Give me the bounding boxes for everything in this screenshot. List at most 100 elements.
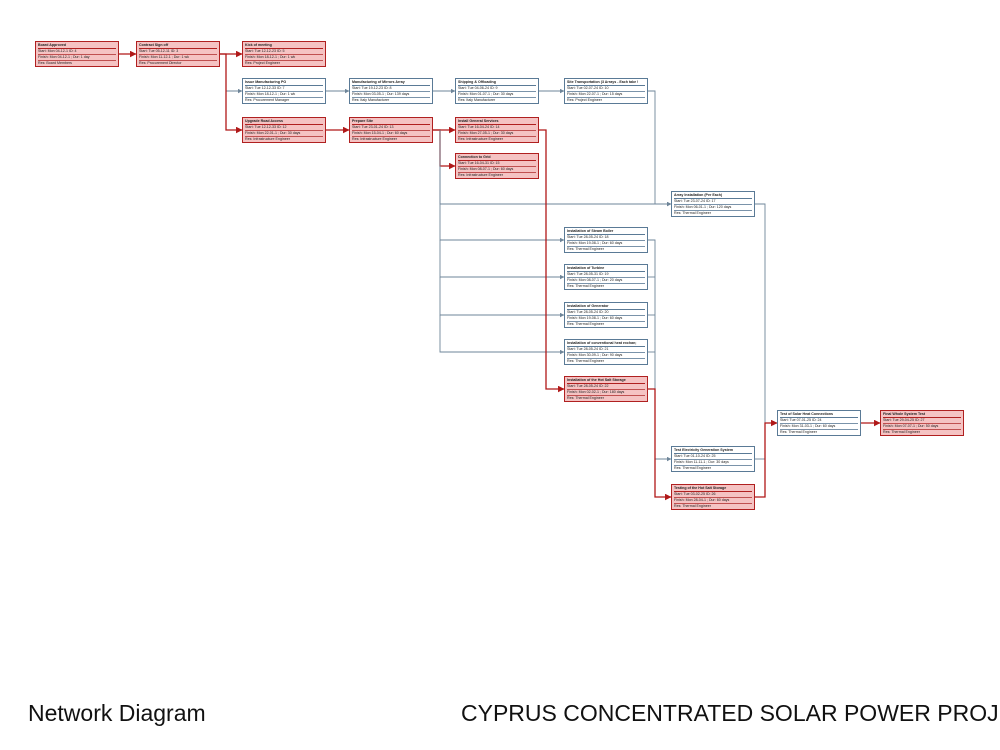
task-title: Contract Sign off [139, 43, 217, 49]
task-resource: Res: Board Members [38, 60, 72, 65]
task-finish: Finish: Mon 28-04-1 ; Dur: 60 days [674, 498, 752, 504]
task-start: Start: Mon 04-12-1 ID: 4 [38, 49, 116, 55]
task-finish: Finish: Mon 08-07-1 ; Dur: 60 days [458, 167, 536, 173]
dependency-link [439, 315, 565, 355]
task-title: Installation of Generator [567, 304, 645, 310]
task-resource: Res: Project Engineer [245, 60, 280, 65]
dependency-link [220, 53, 243, 94]
task-finish: Finish: Mon 06-01-1 ; Dur: 120 days [674, 205, 752, 211]
task-title: Board Approved [38, 43, 116, 49]
task-start: Start: Tue 16-04-31 ID: 15 [458, 161, 536, 167]
task-resource: Res: Thermal Engineer [674, 503, 711, 508]
task-start: Start: Tue 04-06-24 ID: 9 [458, 86, 536, 92]
task-resource: Res: Procurement Manager [245, 97, 290, 102]
task-title: Site Transportation (3 Arrays - Each tak… [567, 80, 645, 86]
task-start: Start: Tue 28-05-24 ID: 21 [567, 347, 645, 353]
task-finish: Finish: Mon 30-09-1 ; Dur: 90 days [567, 353, 645, 359]
task-finish: Finish: Mon 04-12-1 ; Dur: 1 day [38, 55, 116, 61]
task-title: Test of Solar Heat Connections [780, 412, 858, 418]
task-resource: Res: Thermal Engineer [674, 210, 711, 215]
task-start: Start: Tue 02-07-24 ID: 10 [567, 86, 645, 92]
task-resource: Res: Thermal Engineer [674, 465, 711, 470]
task-title: Kick of meeting [245, 43, 323, 49]
task-start: Start: Tue 12-12-33 ID: 7 [245, 86, 323, 92]
task-resource: Res: Italy Manufacturer [458, 97, 496, 102]
task-title: Testing of the Hot Salt Storage [674, 486, 752, 492]
diagram-caption: Network Diagram [28, 700, 206, 726]
task-node-site-transportation[interactable]: Site Transportation (3 Arrays - Each tak… [564, 78, 648, 104]
dependency-link [648, 388, 672, 501]
task-finish: Finish: Mon 31-03-1 ; Dur: 60 days [780, 424, 858, 430]
task-resource: Res: Thermal Engineer [567, 358, 604, 363]
task-start: Start: Tue 28-05-24 ID: 18 [567, 235, 645, 241]
task-resource: Res: Infrastructure Engineer [352, 136, 397, 141]
task-resource: Res: Project Engineer [567, 97, 602, 102]
task-resource: Res: Thermal Engineer [567, 395, 604, 400]
task-start: Start: Tue 01-10-24 ID: 25 [674, 454, 752, 460]
project-title: CYPRUS CONCENTRATED SOLAR POWER PROJECT [461, 700, 1000, 726]
task-resource: Res: Thermal Engineer [567, 283, 604, 288]
task-title: Installation of Steam Boiler [567, 229, 645, 235]
task-title: Array Installation (Per Each) [674, 193, 752, 199]
task-title: Manufacturing of Mirrors Array [352, 80, 430, 86]
task-finish: Finish: Mon 11-12-1 ; Dur: 1 wk [139, 55, 217, 61]
task-start: Start: Tue 16-04-24 ID: 14 [458, 125, 536, 131]
task-finish: Finish: Mon 19-08-1 ; Dur: 60 days [567, 316, 645, 322]
task-resource: Res: Infrastructure Engineer [458, 136, 503, 141]
task-resource: Res: Thermal Engineer [883, 429, 920, 434]
dependency-link [755, 203, 778, 426]
task-start: Start: Tue 03-02-25 ID: 26 [674, 492, 752, 498]
task-title: Prepare Site [352, 119, 430, 125]
task-title: Issue Manufacturing PO [245, 80, 323, 86]
task-title: Test Electricity Generation System [674, 448, 752, 454]
task-start: Start: Tue 29-04-25 ID: 27 [883, 418, 961, 424]
dependency-link [755, 419, 778, 498]
task-title: Installation of the Hot Salt Storage [567, 378, 645, 384]
task-node-installation-heat-exchanger[interactable]: Installation of conventional heat exchan… [564, 339, 648, 365]
task-node-array-installation[interactable]: Array Installation (Per Each)Start: Tue … [671, 191, 755, 217]
task-finish: Finish: Mon 27-05-1 ; Dur: 30 days [458, 131, 536, 137]
dependency-link [648, 90, 672, 207]
task-start: Start: Tue 05-12-11 ID: 3 [139, 49, 217, 55]
task-finish: Finish: Mon 08-07-1 ; Dur: 20 days [567, 278, 645, 284]
task-finish: Finish: Mon 01-07-1 ; Dur: 30 days [458, 92, 536, 98]
task-finish: Finish: Mon 15-04-1 ; Dur: 60 days [352, 131, 430, 137]
task-finish: Finish: Mon 02-02-1 ; Dur: 180 days [567, 390, 645, 396]
task-resource: Res: Thermal Engineer [780, 429, 817, 434]
task-start: Start: Tue 12-12-33 ID: 12 [245, 125, 323, 131]
dependency-link [433, 129, 456, 170]
task-finish: Finish: Mon 18-12-1 ; Dur: 1 wk [245, 55, 323, 61]
task-finish: Finish: Mon 03-05-1 ; Dur: 139 days [352, 92, 430, 98]
dependency-link [220, 53, 243, 134]
task-title: Installation of Turbine [567, 266, 645, 272]
task-title: Install General Services [458, 119, 536, 125]
task-finish: Finish: Mon 19-08-1 ; Dur: 60 days [567, 241, 645, 247]
task-resource: Res: Infrastructure Engineer [458, 172, 503, 177]
task-finish: Finish: Mon 22-07-1 ; Dur: 15 days [567, 92, 645, 98]
task-finish: Finish: Mon 18-12-1 ; Dur: 1 wk [245, 92, 323, 98]
dependency-link [539, 129, 565, 393]
task-resource: Res: Thermal Engineer [567, 321, 604, 326]
dependency-link [648, 239, 672, 462]
task-resource: Res: Thermal Engineer [567, 246, 604, 251]
task-start: Start: Tue 07-01-25 ID: 24 [780, 418, 858, 424]
